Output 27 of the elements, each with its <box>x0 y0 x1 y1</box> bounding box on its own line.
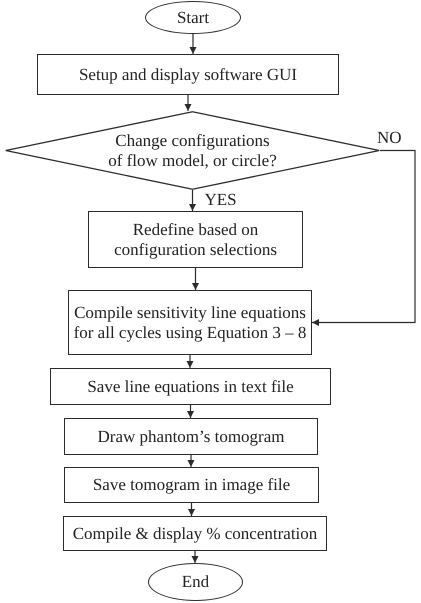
arrow <box>188 503 195 516</box>
arrow <box>184 95 192 111</box>
arrow <box>192 551 198 563</box>
process-box <box>64 418 318 455</box>
terminal-text: End <box>182 572 210 592</box>
terminal-text: Start <box>176 8 210 28</box>
arrow <box>186 355 194 368</box>
step-text: Setup and display software GUI <box>78 64 298 84</box>
process-box <box>63 516 327 551</box>
process-box <box>37 54 339 95</box>
arrow <box>188 455 194 467</box>
process-box <box>64 467 319 503</box>
step-text: Redefine based on configuration selections <box>113 220 278 259</box>
arrow <box>189 190 196 211</box>
arrow <box>190 34 196 54</box>
step-text: Save tomogram in image file <box>92 475 290 495</box>
step-text: Save line equations in text file <box>87 376 294 396</box>
decision-question: Change configurations of flow model, or circle? <box>107 131 278 170</box>
process-box <box>88 211 303 268</box>
arrow <box>187 405 194 418</box>
step-text: Draw phantom’s tomogram <box>98 426 284 446</box>
process-box <box>68 290 312 355</box>
step-text: Compile & display % concentration <box>72 524 318 544</box>
loop-arrow <box>312 150 416 326</box>
step-text: Compile sensitivity line equations for all cycles using Equation 3 – 8 <box>72 303 308 342</box>
arrow <box>192 268 199 290</box>
process-box <box>50 368 331 405</box>
